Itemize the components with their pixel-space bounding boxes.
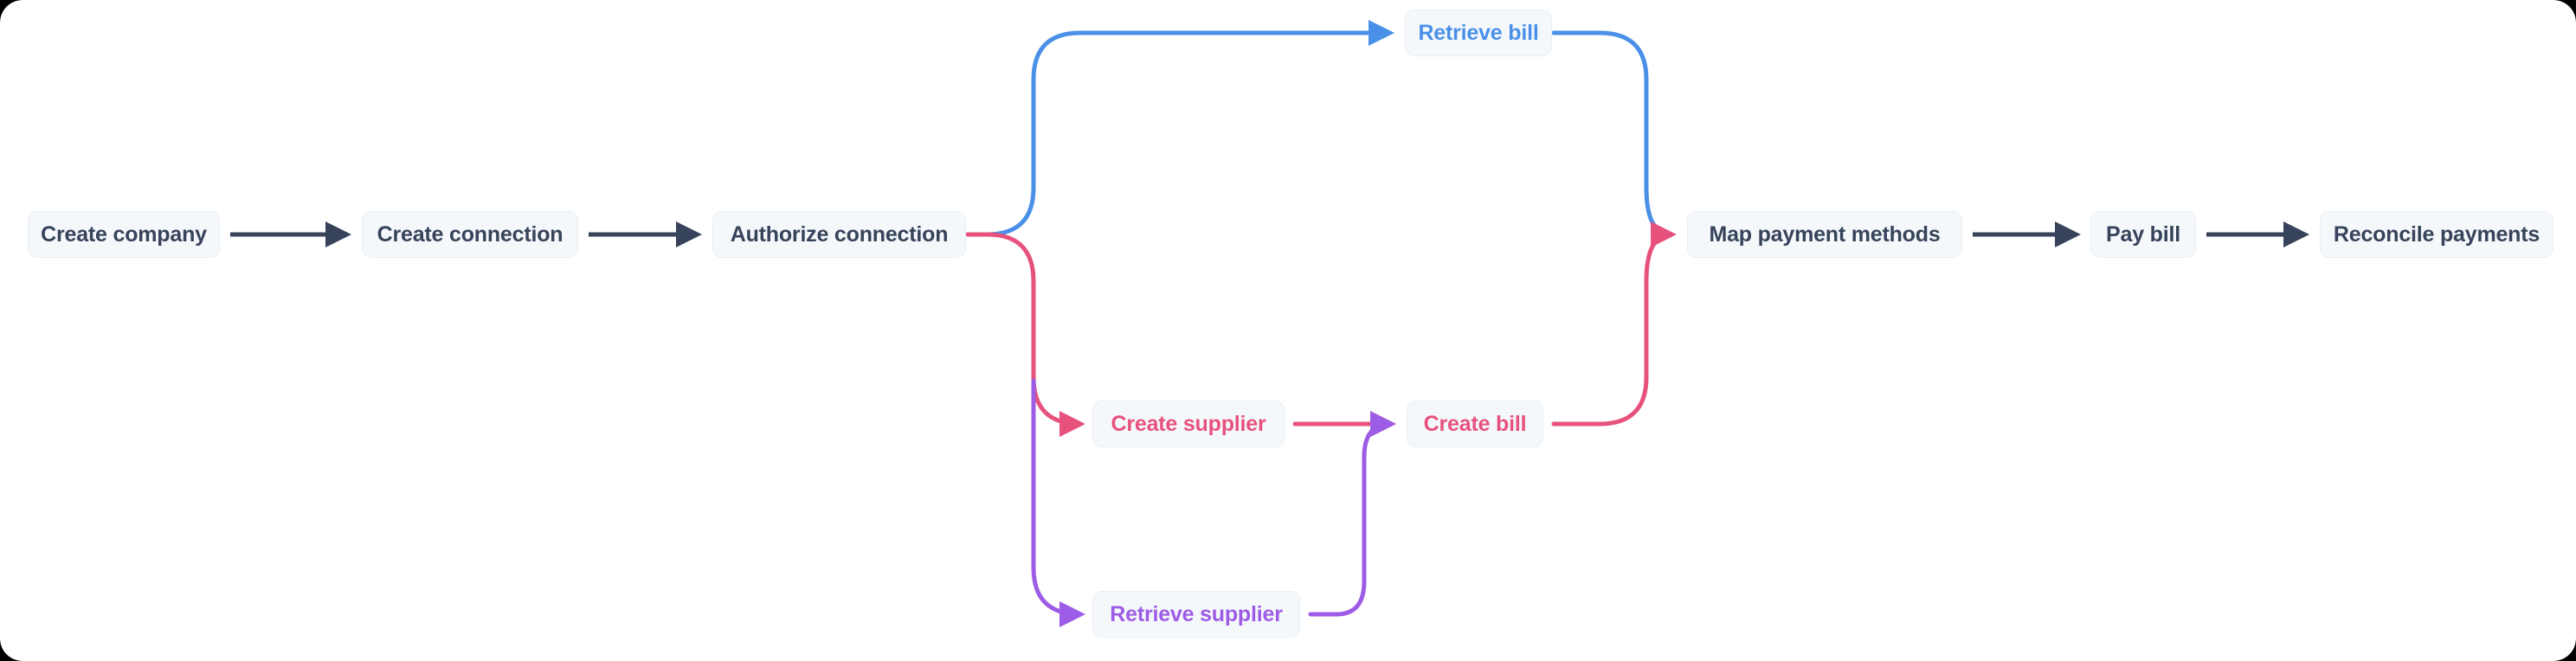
node-retrieve-bill[interactable]: Retrieve bill [1405, 10, 1552, 56]
node-authorize-connection[interactable]: Authorize connection [712, 211, 966, 258]
node-create-bill[interactable]: Create bill [1407, 401, 1543, 447]
node-reconcile-payments[interactable]: Reconcile payments [2320, 211, 2553, 258]
node-create-company[interactable]: Create company [28, 211, 220, 258]
node-pay-bill[interactable]: Pay bill [2090, 211, 2196, 258]
edge-authorize-connection-to-retrieve-supplier [1031, 378, 1085, 627]
edge-retrieve-bill-to-map-payment-methods [1551, 30, 1674, 237]
node-retrieve-supplier[interactable]: Retrieve supplier [1092, 591, 1300, 638]
edge-authorize-connection-to-create-supplier [965, 232, 1085, 437]
node-create-supplier[interactable]: Create supplier [1092, 401, 1285, 447]
node-create-connection[interactable]: Create connection [362, 211, 578, 258]
edge-create-bill-to-map-payment-methods [1551, 221, 1677, 427]
node-map-payment-methods[interactable]: Map payment methods [1687, 211, 1962, 258]
edge-retrieve-supplier-to-create-bill [1308, 411, 1396, 617]
edge-authorize-connection-to-retrieve-bill [965, 20, 1394, 237]
